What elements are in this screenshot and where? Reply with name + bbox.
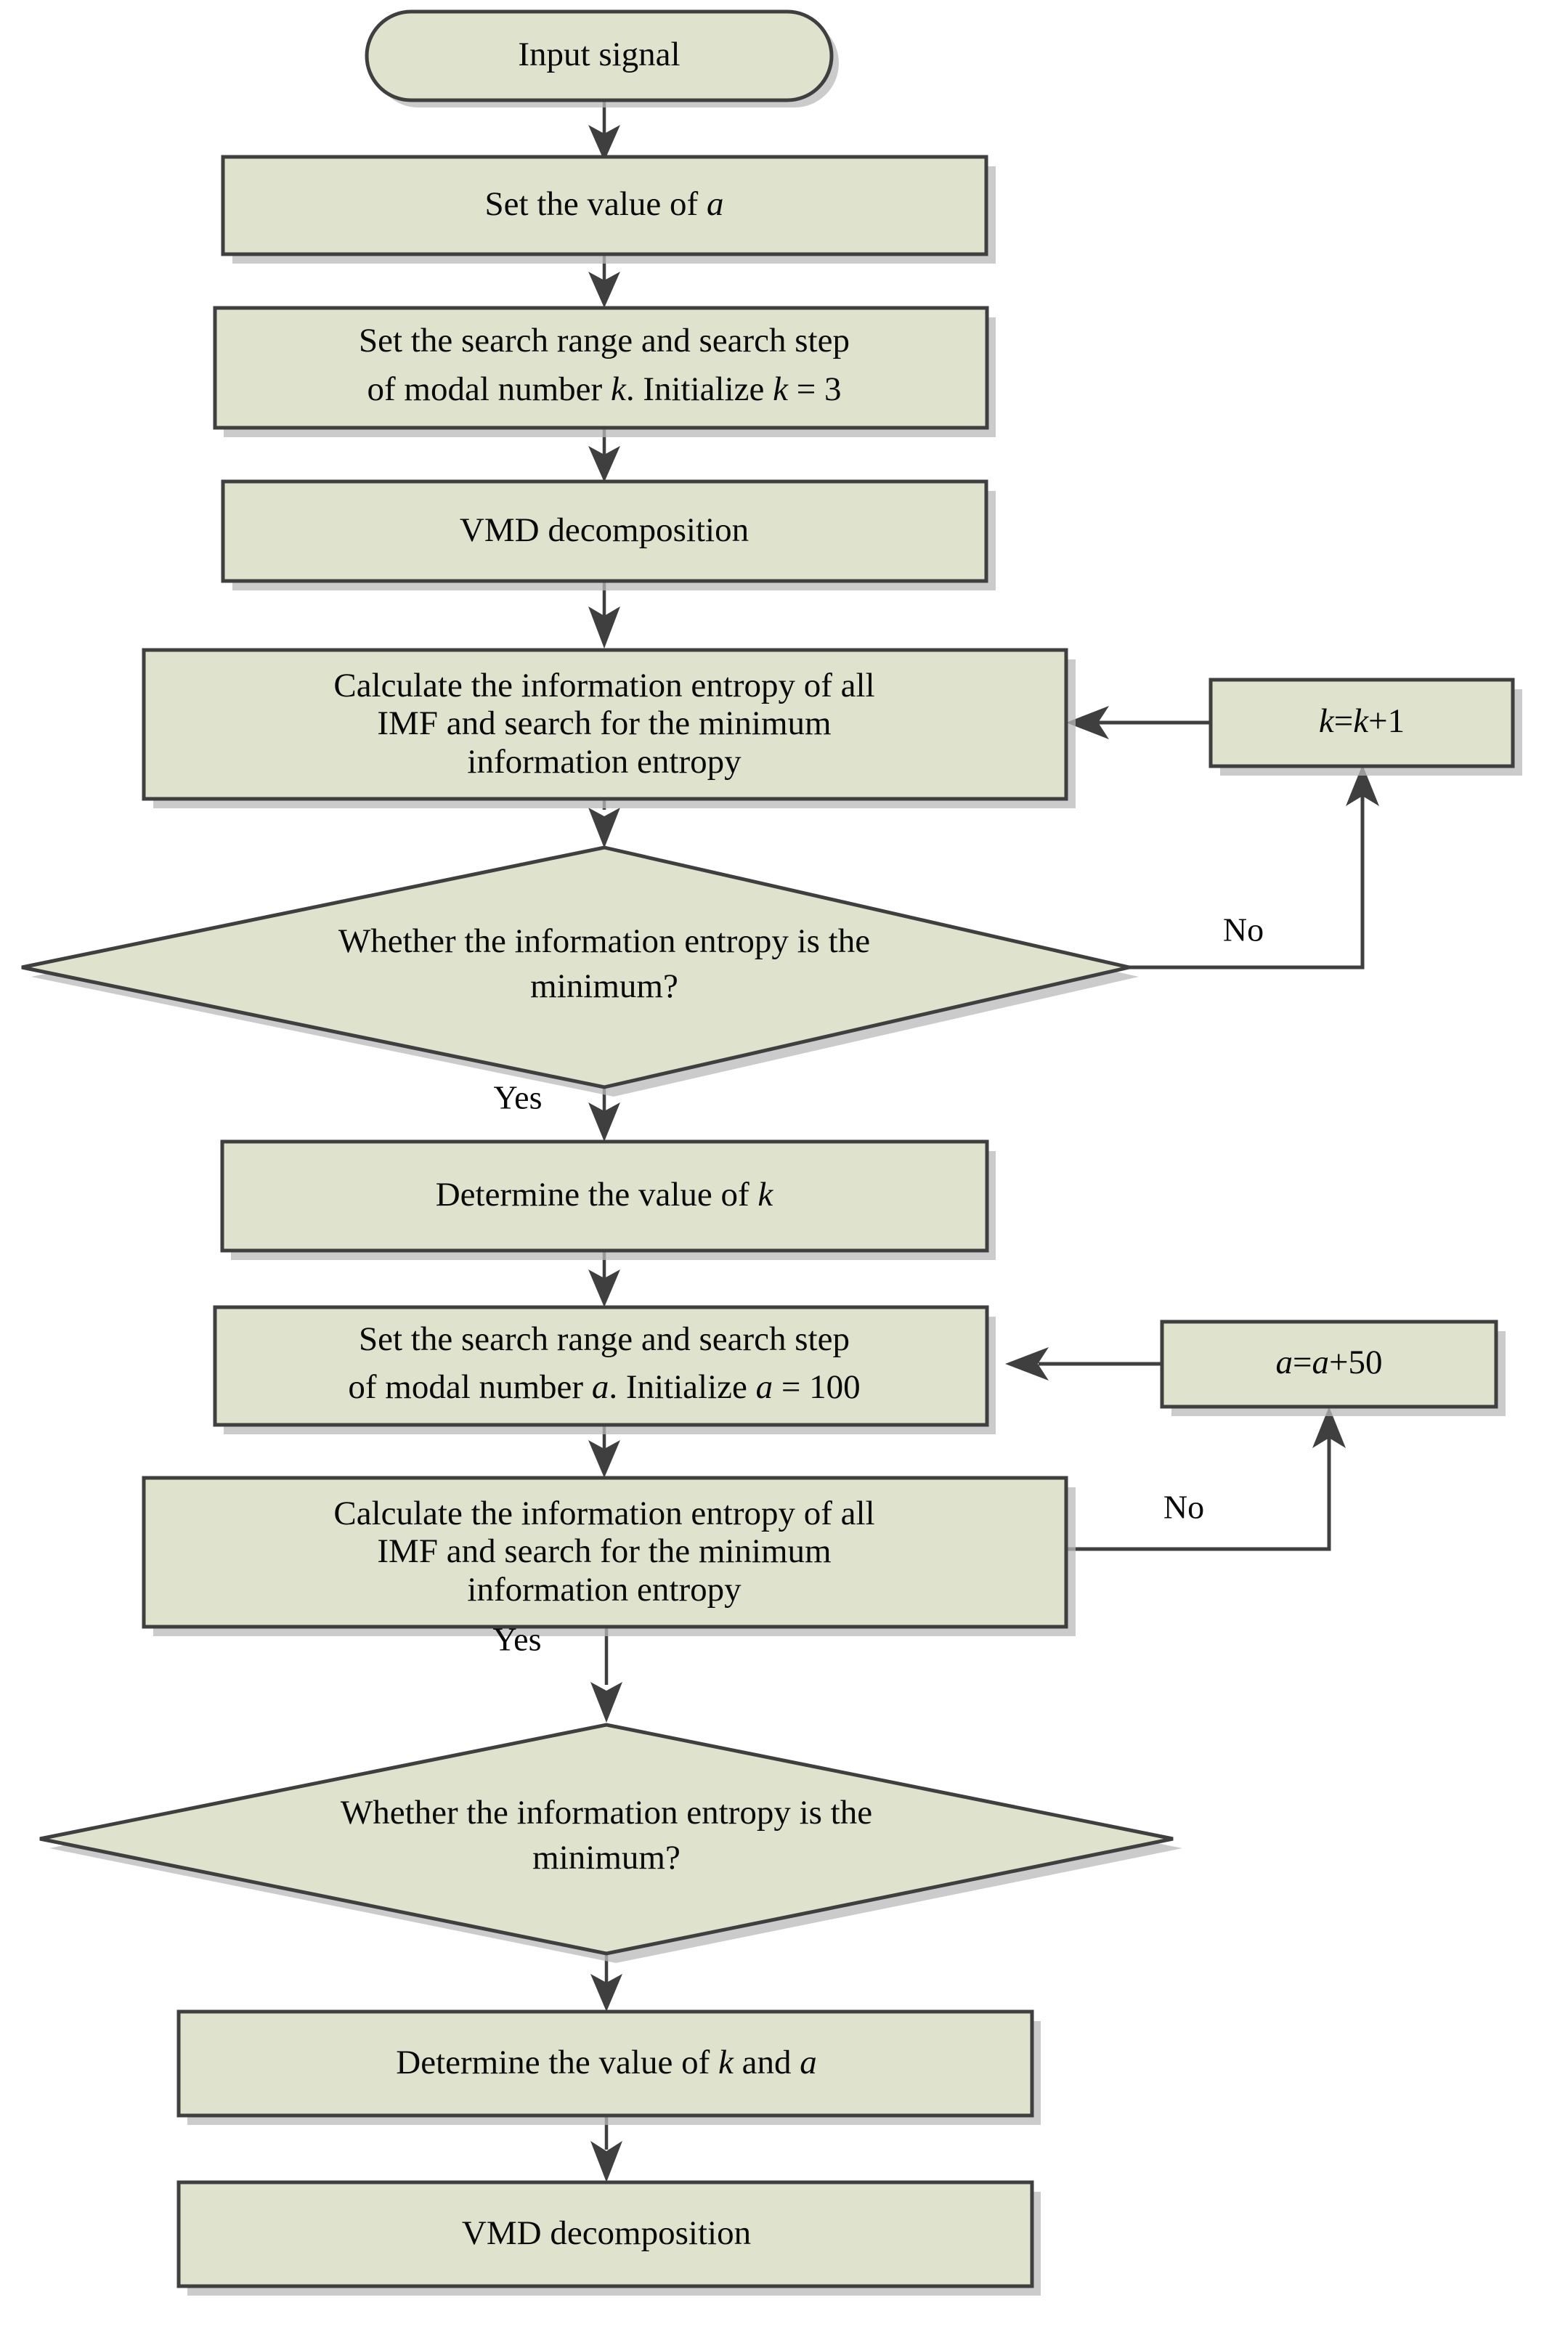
edge-determine-to-vmd2 xyxy=(590,2116,622,2182)
node-decision-entropy-2-line1: Whether the information entropy is the xyxy=(341,1794,872,1832)
node-set-search-range-a[interactable]: Set the search range and search step of … xyxy=(213,1305,989,1427)
node-decision-entropy-1-line2: minimum? xyxy=(530,967,678,1005)
node-calc-entropy-2-line2: IMF and search for the minimum xyxy=(377,1532,831,1570)
edge-decision1-no-to-kincrement xyxy=(1129,765,1379,970)
node-calc-entropy-1-line1: Calculate the information entropy of all xyxy=(333,667,874,704)
node-set-search-range-k-line1: Set the search range and search step xyxy=(359,322,850,359)
node-k-increment-label: k=k+1 xyxy=(1319,702,1405,740)
node-determine-k-and-a-label: Determine the value of k and a xyxy=(396,2044,816,2081)
node-decision-entropy-2[interactable]: Whether the information entropy is the m… xyxy=(39,1723,1174,1956)
edge-entropy2-yes-to-decision2 xyxy=(590,1627,622,1723)
node-vmd-decomposition-1[interactable]: VMD decomposition xyxy=(221,479,988,583)
edge-label-no-1: No xyxy=(1223,911,1264,948)
node-decision-entropy-1[interactable]: Whether the information entropy is the m… xyxy=(21,845,1130,1089)
node-vmd-decomposition-2-label: VMD decomposition xyxy=(462,2214,751,2252)
node-calc-entropy-2-line1: Calculate the information entropy of all xyxy=(333,1495,874,1532)
node-set-search-range-k[interactable]: Set the search range and search step of … xyxy=(213,306,989,430)
node-set-search-range-a-line2: of modal number a. Initialize a = 100 xyxy=(348,1368,860,1406)
node-a-increment-label: a=a+50 xyxy=(1275,1344,1382,1381)
edge-label-layer: No Yes No Yes xyxy=(493,911,1264,1658)
edge-label-yes-2: Yes xyxy=(493,1621,542,1658)
node-input-signal[interactable]: Input signal xyxy=(365,9,834,102)
edge-input-to-setvalue xyxy=(588,102,620,161)
node-vmd-decomposition-1-label: VMD decomposition xyxy=(460,511,749,549)
node-calc-entropy-2-line3: information entropy xyxy=(467,1571,742,1609)
node-k-increment[interactable]: k=k+1 xyxy=(1209,678,1515,768)
edge-label-yes-1: Yes xyxy=(494,1079,543,1116)
edge-aincrement-to-searchrange-a xyxy=(1005,1347,1162,1381)
node-calc-entropy-1-line2: IMF and search for the minimum xyxy=(377,704,831,742)
node-decision-entropy-2-line2: minimum? xyxy=(532,1839,681,1877)
node-calc-entropy-1[interactable]: Calculate the information entropy of all… xyxy=(142,648,1068,801)
node-set-search-range-k-line2: of modal number k. Initialize k = 3 xyxy=(367,370,842,408)
node-decision-entropy-1-line1: Whether the information entropy is the xyxy=(338,922,870,960)
node-determine-k[interactable]: Determine the value of k xyxy=(220,1139,989,1253)
node-set-value-a[interactable]: Set the value of a xyxy=(221,155,988,256)
node-input-signal-label: Input signal xyxy=(518,36,680,73)
node-a-increment[interactable]: a=a+50 xyxy=(1160,1320,1498,1409)
node-vmd-decomposition-2[interactable]: VMD decomposition xyxy=(176,2180,1034,2288)
node-determine-k-label: Determine the value of k xyxy=(436,1176,774,1214)
node-set-search-range-a-line1: Set the search range and search step xyxy=(359,1320,850,1358)
node-calc-entropy-1-line3: information entropy xyxy=(467,743,742,781)
edge-vmd1-to-entropy1 xyxy=(588,581,620,649)
connector-layer xyxy=(588,102,1379,2182)
edge-entropy2-no-to-aincrement xyxy=(1066,1407,1346,1551)
node-set-value-a-label: Set the value of a xyxy=(485,185,724,223)
node-calc-entropy-2[interactable]: Calculate the information entropy of all… xyxy=(142,1476,1068,1629)
node-determine-k-and-a[interactable]: Determine the value of k and a xyxy=(176,2009,1034,2118)
edge-label-no-2: No xyxy=(1163,1489,1204,1526)
edge-kincrement-to-entropy1 xyxy=(1066,706,1211,739)
